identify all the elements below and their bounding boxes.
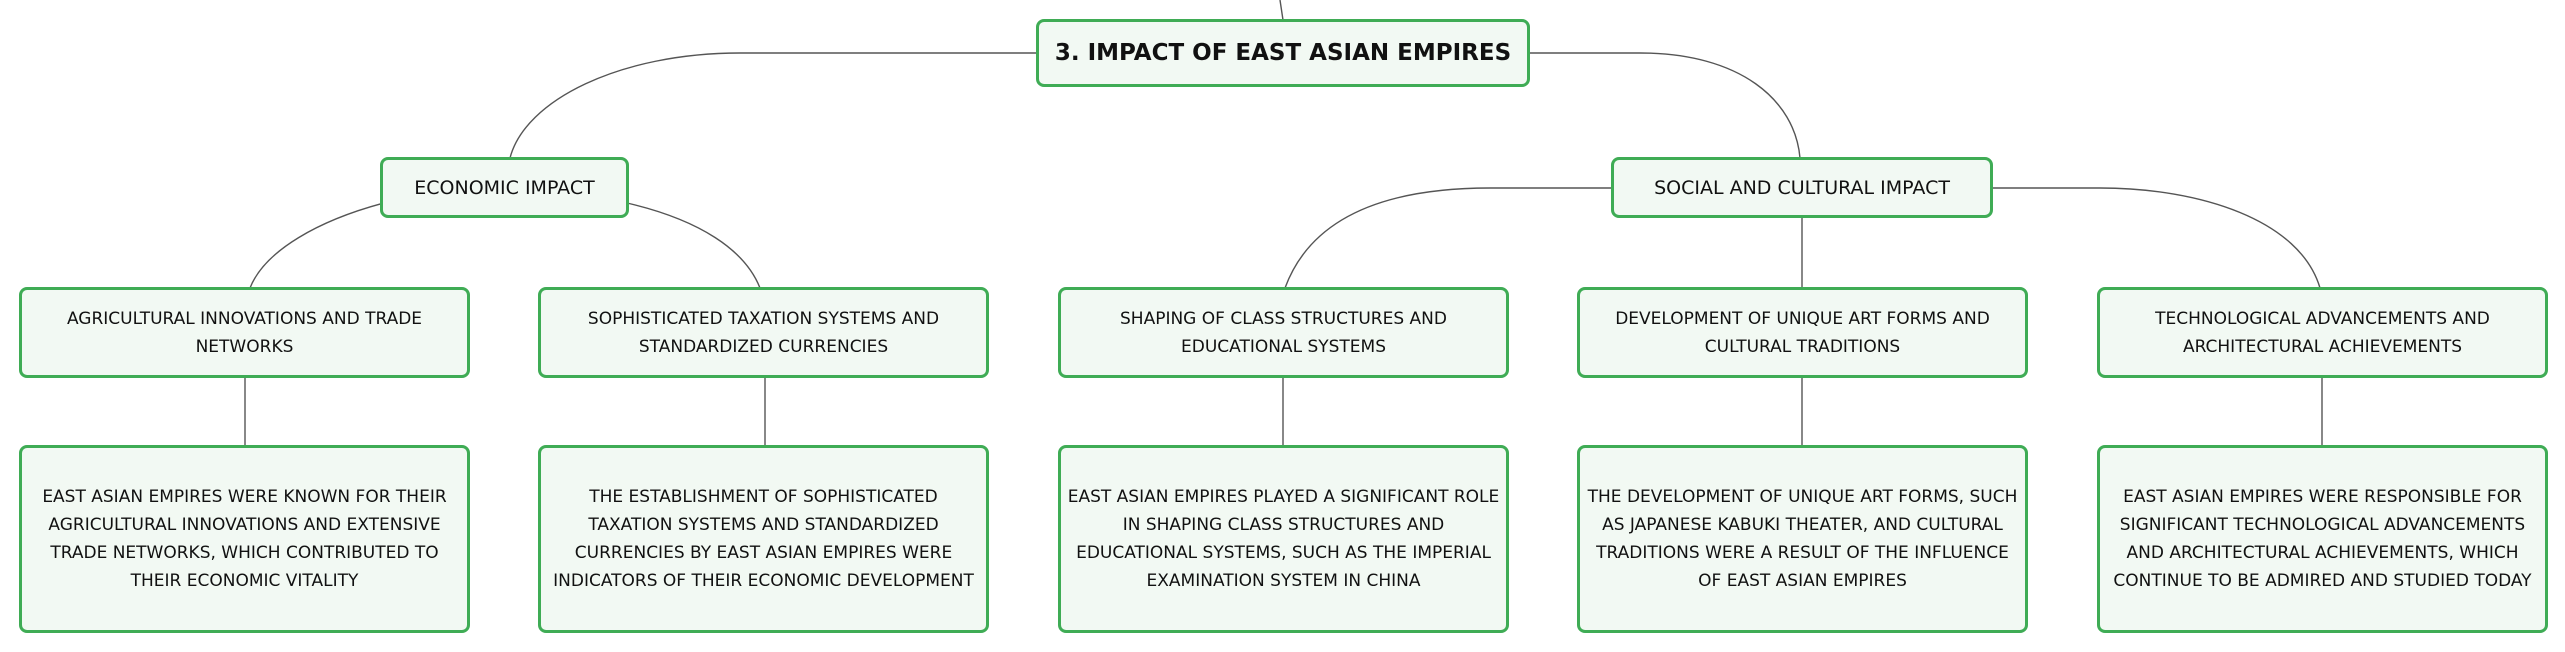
root-label: 3. IMPACT OF EAST ASIAN EMPIRES	[1054, 40, 1512, 66]
topic-node-class-structures[interactable]: SHAPING OF CLASS STRUCTURES AND EDUCATIO…	[1058, 287, 1509, 378]
connector-social-to-topic-5	[1990, 187, 2321, 289]
branch-label: SOCIAL AND CULTURAL IMPACT	[1654, 176, 1950, 199]
topic-label: TECHNOLOGICAL ADVANCEMENTS AND ARCHITECT…	[2155, 308, 2490, 357]
topic-label: SOPHISTICATED TAXATION SYSTEMS AND STAND…	[587, 308, 940, 357]
topic-node-taxation[interactable]: SOPHISTICATED TAXATION SYSTEMS AND STAND…	[538, 287, 989, 378]
detail-node-technology[interactable]: EAST ASIAN EMPIRES WERE RESPONSIBLE FOR …	[2097, 445, 2548, 633]
connector-economic-to-topic-1	[249, 202, 385, 289]
topic-label: SHAPING OF CLASS STRUCTURES AND EDUCATIO…	[1120, 308, 1447, 357]
branch-node-economic[interactable]: ECONOMIC IMPACT	[380, 157, 629, 218]
connector-root-to-social	[1528, 52, 1801, 159]
detail-text: THE ESTABLISHMENT OF SOPHISTICATED TAXAT…	[553, 487, 974, 591]
connector-social-to-topic-3	[1284, 187, 1614, 289]
branch-label: ECONOMIC IMPACT	[414, 176, 595, 199]
connector-parent-to-root	[1279, 0, 1284, 21]
topic-node-art-forms[interactable]: DEVELOPMENT OF UNIQUE ART FORMS AND CULT…	[1577, 287, 2028, 378]
detail-text: EAST ASIAN EMPIRES WERE RESPONSIBLE FOR …	[2113, 487, 2532, 591]
detail-text: EAST ASIAN EMPIRES WERE KNOWN FOR THEIR …	[42, 487, 447, 591]
detail-node-art-forms[interactable]: THE DEVELOPMENT OF UNIQUE ART FORMS, SUC…	[1577, 445, 2028, 633]
topic-label: DEVELOPMENT OF UNIQUE ART FORMS AND CULT…	[1615, 308, 1990, 357]
root-node[interactable]: 3. IMPACT OF EAST ASIAN EMPIRES	[1036, 19, 1530, 87]
topic-node-agricultural[interactable]: AGRICULTURAL INNOVATIONS AND TRADE NETWO…	[19, 287, 470, 378]
connector-root-to-economic	[509, 52, 1040, 159]
detail-node-agricultural[interactable]: EAST ASIAN EMPIRES WERE KNOWN FOR THEIR …	[19, 445, 470, 633]
connector-economic-to-topic-2	[626, 202, 761, 289]
detail-text: THE DEVELOPMENT OF UNIQUE ART FORMS, SUC…	[1587, 487, 2018, 591]
detail-text: EAST ASIAN EMPIRES PLAYED A SIGNIFICANT …	[1067, 487, 1500, 591]
branch-node-social[interactable]: SOCIAL AND CULTURAL IMPACT	[1611, 157, 1993, 218]
detail-node-taxation[interactable]: THE ESTABLISHMENT OF SOPHISTICATED TAXAT…	[538, 445, 989, 633]
topic-node-technology[interactable]: TECHNOLOGICAL ADVANCEMENTS AND ARCHITECT…	[2097, 287, 2548, 378]
topic-label: AGRICULTURAL INNOVATIONS AND TRADE NETWO…	[66, 308, 423, 357]
detail-node-class-structures[interactable]: EAST ASIAN EMPIRES PLAYED A SIGNIFICANT …	[1058, 445, 1509, 633]
